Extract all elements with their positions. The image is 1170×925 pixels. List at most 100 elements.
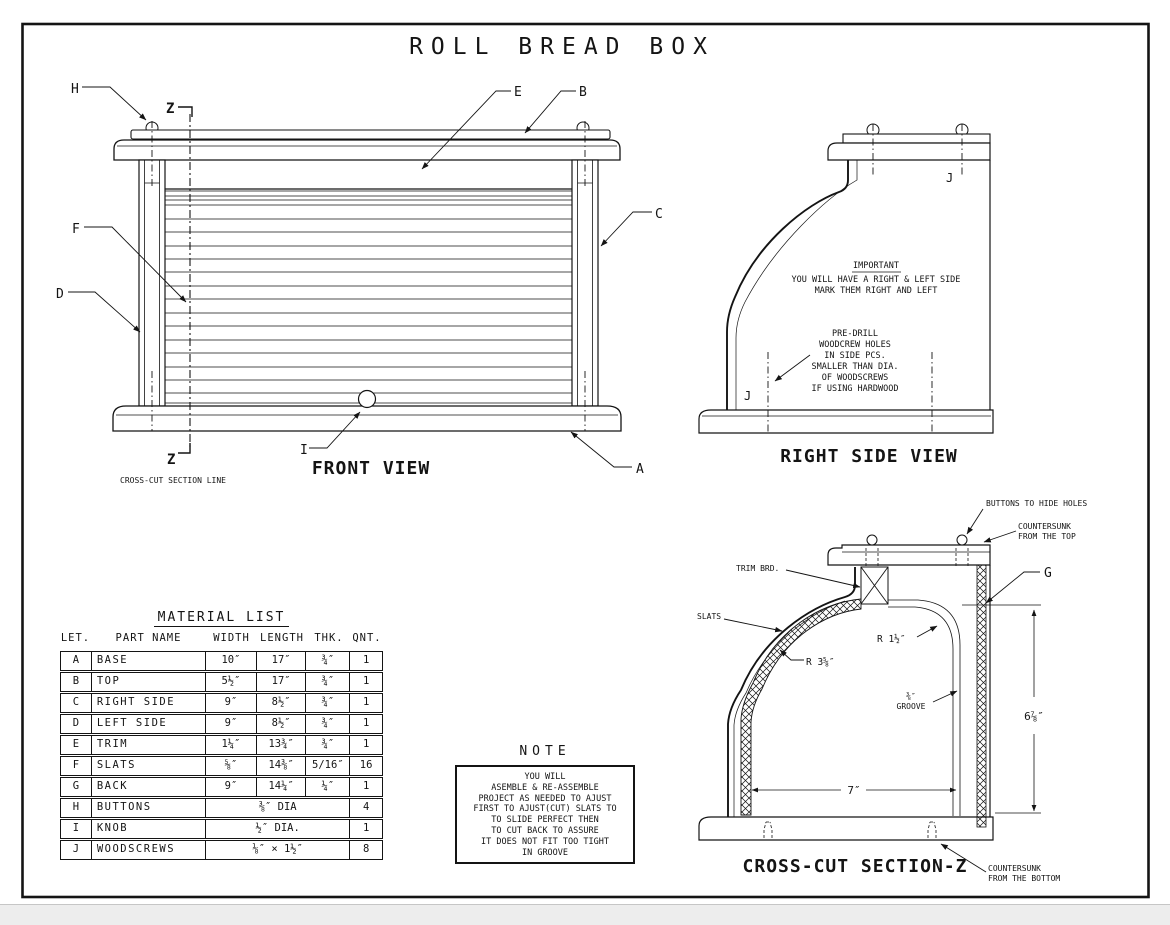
slats-label: SLATS xyxy=(697,612,721,621)
part-label-h: H xyxy=(71,82,79,97)
leader-countersunk-bottom xyxy=(940,843,987,873)
part-label-a: A xyxy=(636,462,644,477)
material-list-title: MATERIAL LIST xyxy=(60,610,383,627)
countersunk-bottom-note: FROM THE BOTTOM xyxy=(988,874,1060,883)
part-label-i: I xyxy=(300,443,308,458)
screw-label-j-bottom: J xyxy=(744,389,751,403)
countersunk-screws-bottom xyxy=(763,821,937,838)
front-view-text: H E B C F D I A Z Z CROSS-CUT SECTION LI… xyxy=(56,82,663,485)
material-cell-length: 14⅜″ xyxy=(257,757,307,775)
material-header-cell: PART NAME xyxy=(115,632,182,644)
leader-groove xyxy=(932,690,958,703)
leader-countersunk-top xyxy=(983,530,1017,543)
note-box: NOTE YOU WILL ASEMBLE & RE-ASSEMBLE PROJ… xyxy=(455,744,635,865)
right-post xyxy=(571,159,599,407)
cross-section-text: BUTTONS TO HIDE HOLES COUNTERSUNK FROM T… xyxy=(697,499,1087,883)
slat-band-hatched xyxy=(740,598,862,816)
screw-label-j-top: J xyxy=(946,171,953,185)
material-cell-length: 14¼″ xyxy=(257,778,307,796)
page-title: ROLL BREAD BOX xyxy=(409,34,715,60)
note-line: IN GROOVE xyxy=(521,847,569,858)
important-line: YOU WILL HAVE A RIGHT & LEFT SIDE xyxy=(792,275,961,285)
material-cell-let: D xyxy=(61,715,92,733)
roll-slats-lines xyxy=(165,190,572,404)
material-cell-qnt: 1 xyxy=(362,738,370,750)
sheet-border xyxy=(21,22,1150,899)
material-cell-qnt: 1 xyxy=(362,717,370,729)
material-cell-qnt: 4 xyxy=(362,801,370,813)
top-board xyxy=(113,139,621,161)
section-z-label-top: Z xyxy=(166,101,174,117)
note-line: TO SLIDE PERFECT THEN xyxy=(491,815,599,826)
side-base xyxy=(698,409,994,434)
radius-inner-label: R 1½″ xyxy=(877,634,906,645)
countersunk-top-note: FROM THE TOP xyxy=(1018,532,1076,541)
material-cell-merged: ⅜″ DIA xyxy=(206,799,351,817)
material-cell-width: 9″ xyxy=(206,778,257,796)
material-cell-let: J xyxy=(61,841,92,859)
leader-f xyxy=(84,226,187,303)
material-header-cell: THK. xyxy=(314,632,344,644)
material-cell-merged: ½″ DIA. xyxy=(206,820,351,838)
note-line: TO CUT BACK TO ASSURE xyxy=(491,825,599,836)
predrill-line: IF USING HARDWOOD xyxy=(812,384,899,394)
part-label-f: F xyxy=(72,222,80,237)
material-cell-let: A xyxy=(61,652,92,670)
right-side-view-drawing xyxy=(698,123,994,434)
material-cell-part: BASE xyxy=(92,652,207,670)
material-cell-merged: ⅛″ × 1½″ xyxy=(206,841,351,859)
material-cell-thk: ¾″ xyxy=(306,652,351,670)
section-outer-curve xyxy=(727,567,856,817)
drawing-canvas: ROLL BREAD BOX H xyxy=(21,22,1150,899)
height-dimension: 6⅞″ xyxy=(1024,710,1044,723)
material-header-cell: LET. xyxy=(60,632,91,644)
part-label-b: B xyxy=(579,85,587,100)
part-label-e: E xyxy=(514,85,522,100)
material-cell-let: E xyxy=(61,736,92,754)
material-cell-thk: ¾″ xyxy=(306,673,351,691)
material-cell-part: LEFT SIDE xyxy=(92,715,207,733)
leader-i xyxy=(309,411,361,449)
note-line: PROJECT AS NEEDED TO AJUST xyxy=(478,793,612,804)
part-label-g: G xyxy=(1044,566,1052,581)
material-cell-thk: ¾″ xyxy=(306,715,351,733)
material-cell-part: KNOB xyxy=(92,820,207,838)
part-label-d: D xyxy=(56,287,64,302)
leader-trim xyxy=(785,569,861,589)
front-view-caption: FRONT VIEW xyxy=(312,458,430,479)
side-top-board xyxy=(827,142,991,161)
leader-slats xyxy=(723,618,783,633)
countersunk-top-note: COUNTERSUNK xyxy=(1018,522,1071,531)
leader-r-outer xyxy=(779,649,804,661)
side-outer-curve xyxy=(726,160,849,410)
width-dimension: 7″ xyxy=(847,784,860,797)
important-title: IMPORTANT xyxy=(853,261,899,271)
material-cell-let: C xyxy=(61,694,92,712)
material-cell-width: 1¼″ xyxy=(206,736,257,754)
groove-inner-line xyxy=(888,606,954,816)
leader-e xyxy=(421,90,511,170)
predrill-line: OF WOODSCREWS xyxy=(822,373,889,383)
knob xyxy=(357,389,377,409)
material-cell-let: I xyxy=(61,820,92,838)
front-view-drawing xyxy=(68,86,652,468)
leader-b xyxy=(524,90,576,134)
predrill-line: SMALLER THAN DIA. xyxy=(812,362,899,372)
base-board xyxy=(112,405,622,432)
material-cell-let: B xyxy=(61,673,92,691)
predrill-line: IN SIDE PCS. xyxy=(824,351,885,361)
material-cell-qnt: 1 xyxy=(362,696,370,708)
groove-label: GROOVE xyxy=(897,702,926,711)
material-cell-thk: ¾″ xyxy=(306,694,351,712)
material-cell-qnt: 16 xyxy=(359,759,373,771)
leader-c xyxy=(600,211,652,247)
